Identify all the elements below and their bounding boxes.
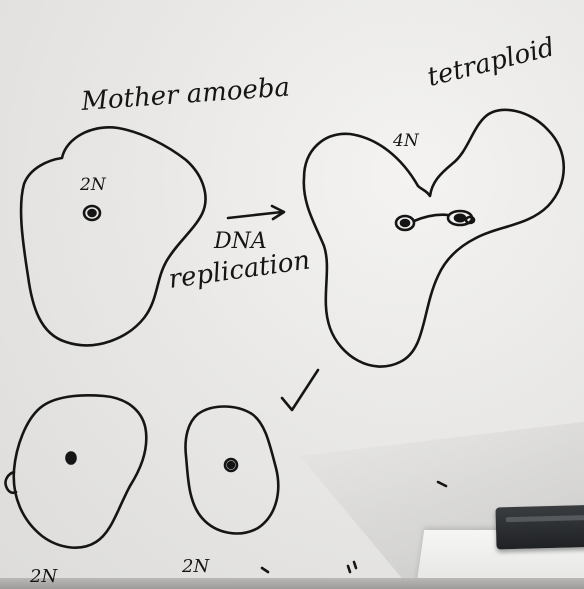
label-dna: DNA bbox=[213, 229, 267, 254]
daughter-nucleus-right bbox=[225, 459, 237, 471]
check-mark bbox=[282, 370, 318, 410]
nucleus-bridge bbox=[414, 215, 448, 221]
tetraploid-nucleus-left bbox=[396, 216, 414, 230]
label-2n-mother: 2N bbox=[79, 175, 107, 195]
label-tetraploid: tetraploid bbox=[424, 32, 557, 93]
mother-amoeba-outline bbox=[21, 127, 205, 345]
label-2n-daughter-right: 2N bbox=[181, 556, 210, 577]
label-4n: 4N bbox=[392, 131, 420, 151]
stray-mark-3 bbox=[354, 562, 356, 568]
label-2n-daughter-left: 2N bbox=[29, 566, 58, 587]
daughter-cell-left-outline bbox=[14, 395, 147, 547]
stray-mark-4 bbox=[438, 482, 446, 486]
stray-mark-2 bbox=[348, 566, 350, 572]
tetraploid-cell-outline bbox=[304, 110, 564, 367]
mother-nucleus bbox=[84, 206, 100, 220]
stray-mark-1 bbox=[262, 568, 268, 572]
daughter-nucleus-left bbox=[67, 453, 76, 464]
label-mother-amoeba: Mother amoeba bbox=[79, 72, 290, 117]
tetraploid-nucleus-right bbox=[448, 211, 474, 225]
